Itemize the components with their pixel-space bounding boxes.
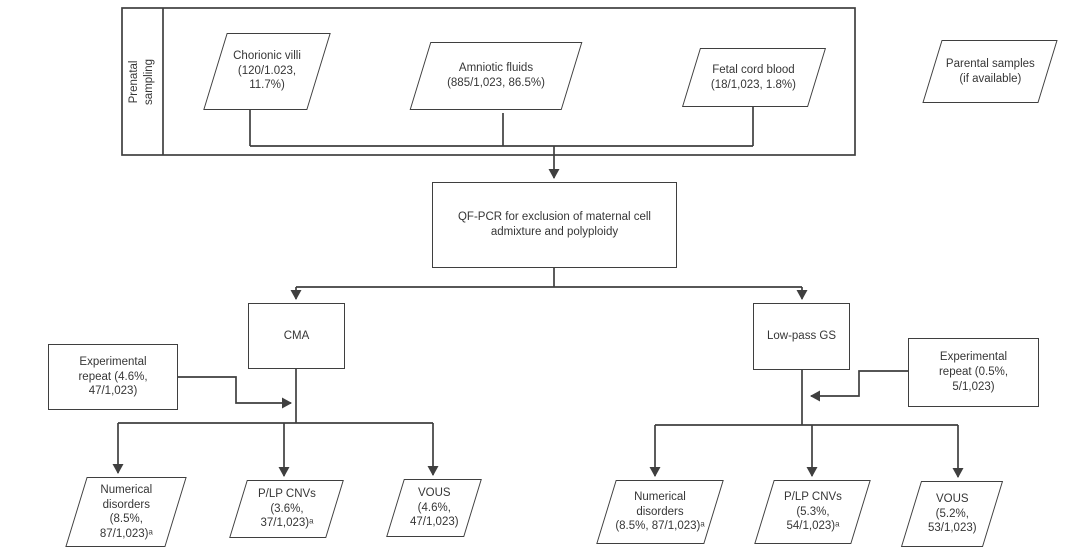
gs-branch-connectors [649,370,964,478]
node-parental-samples: Parental samples (if available) [922,40,1058,103]
parental-samples-text: Parental samples (if available) [945,57,1035,85]
top-connectors [249,107,754,179]
experimental-repeat-gs-text: Experimental repeat (0.5%, 5/1,023) [938,351,1009,393]
node-experimental-repeat-cma: Experimental repeat (4.6%, 47/1,023) [48,344,178,410]
node-amniotic-fluids: Amniotic fluids (885/1,023, 86.5%) [409,42,583,110]
fetal-cord-blood-text: Fetal cord blood (18/1,023, 1.8%) [711,63,797,91]
gs-plp-cnvs-text: P/LP CNVs (5.3%, 54/1,023)ᵃ [783,490,842,533]
amniotic-fluids-text: Amniotic fluids (885/1,023, 86.5%) [447,62,545,89]
node-cma: CMA [248,303,345,369]
qfpcr-text: QF-PCR for exclusion of maternal cell ad… [457,211,651,238]
cma-branch-connectors [112,369,439,477]
repeat-right-connector [810,370,908,402]
node-qfpcr: QF-PCR for exclusion of maternal cell ad… [432,182,677,268]
cma-numerical-disorders-text: Numerical disorders (8.5%, 87/1,023)ᵃ [99,483,153,540]
prenatal-sampling-text: Prenatal sampling [128,58,156,105]
cma-vous-text: VOUS (4.6%, 47/1,023) [409,486,459,529]
split-connectors [290,268,808,300]
experimental-repeat-cma-text: Experimental repeat (4.6%, 47/1,023) [78,355,148,398]
prenatal-sampling-label: Prenatal sampling [122,8,163,155]
gs-vous-text: VOUS (5.2%, 53/1,023) [927,492,977,535]
node-fetal-cord-blood: Fetal cord blood (18/1,023, 1.8%) [681,48,827,107]
node-low-pass-gs: Low-pass GS [753,303,850,370]
prenatal-frame [121,7,856,156]
node-experimental-repeat-gs: Experimental repeat (0.5%, 5/1,023) [908,338,1039,407]
gs-numerical-disorders-text: Numerical disorders (8.5%, 87/1,023)ᵃ [615,490,705,533]
repeat-left-connector [178,376,292,409]
node-cma-numerical-disorders: Numerical disorders (8.5%, 87/1,023)ᵃ [65,477,187,547]
cma-text: CMA [283,329,310,342]
node-cma-plp-cnvs: P/LP CNVs (3.6%, 37/1,023)ᵃ [229,480,344,538]
node-gs-numerical-disorders: Numerical disorders (8.5%, 87/1,023)ᵃ [596,480,724,544]
chorionic-villi-text: Chorionic villi (120/1.023, 11.7%) [233,50,301,92]
node-gs-plp-cnvs: P/LP CNVs (5.3%, 54/1,023)ᵃ [754,480,871,544]
low-pass-gs-text: Low-pass GS [766,330,837,343]
cma-plp-cnvs-text: P/LP CNVs (3.6%, 37/1,023)ᵃ [257,487,316,530]
